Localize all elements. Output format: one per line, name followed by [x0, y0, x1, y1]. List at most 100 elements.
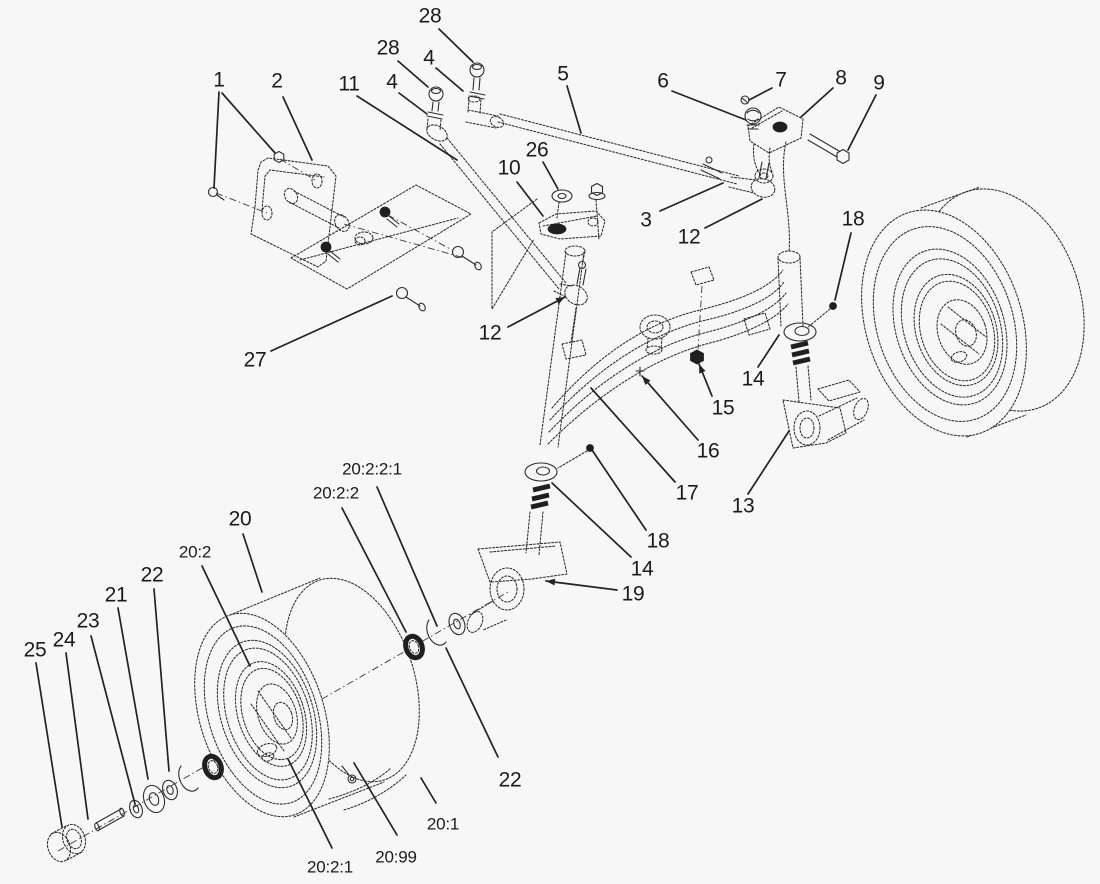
snap-ring-left	[178, 765, 199, 792]
leader-line	[507, 296, 566, 328]
leader-line	[834, 232, 852, 301]
callout-label-20-1-37: 20:1	[427, 815, 459, 834]
leader-line	[566, 85, 582, 134]
callout-3: 3	[640, 182, 724, 232]
leader-line	[398, 92, 428, 115]
callout-label-13-22: 13	[732, 495, 755, 518]
bolt-1a	[207, 186, 219, 198]
grease-fitting-18-right	[829, 302, 837, 310]
callout-label-20-29: 20	[229, 508, 252, 531]
washer-23	[129, 799, 143, 819]
callout-13: 13	[732, 430, 790, 518]
washer-21	[142, 784, 166, 814]
valve-stem	[347, 774, 357, 784]
nut-1b	[273, 150, 285, 164]
callout-17: 17	[590, 387, 699, 505]
callout-label-12-15: 12	[678, 226, 701, 249]
callout-4: 4	[423, 47, 464, 92]
callout-label-12-17: 12	[479, 322, 502, 345]
callout-label-6-8: 6	[657, 70, 668, 93]
leader-line	[757, 334, 780, 368]
callout-label-11-4: 11	[338, 73, 359, 96]
callout-20: 20	[229, 508, 263, 593]
callout-8: 8	[800, 67, 847, 118]
washer-26	[551, 189, 573, 203]
callout-label-10-13: 10	[498, 157, 521, 180]
callout-label-18-16: 18	[842, 208, 865, 231]
leader-line	[270, 295, 393, 352]
callout-20-2-2-1: 20:2:2:1	[342, 460, 438, 627]
leader-line	[341, 507, 407, 633]
callout-label-1-5: 1	[213, 69, 224, 92]
callout-2: 2	[271, 70, 313, 161]
leader-line	[516, 181, 544, 217]
callout-20-2-2: 20:2:2	[313, 484, 407, 633]
callout-16: 16	[641, 375, 720, 463]
hub-cap-25	[46, 831, 72, 863]
callout-label-14-23: 14	[742, 368, 765, 391]
callout-23: 23	[77, 610, 136, 805]
callout-11: 11	[338, 73, 458, 161]
callout-19: 19	[545, 578, 645, 606]
leader-line	[542, 161, 559, 190]
callout-label-23-33: 23	[77, 610, 100, 633]
callout-label-3-14: 3	[640, 209, 651, 232]
snap-ring-right	[426, 619, 447, 646]
callout-5: 5	[557, 63, 582, 134]
callout-24: 24	[53, 629, 89, 820]
callout-25: 25	[24, 639, 63, 828]
steering-arm-assembly	[740, 95, 850, 253]
callout-label-2-6: 2	[271, 70, 282, 93]
thrust-washer-left	[524, 462, 558, 482]
leader-line	[397, 60, 429, 88]
callout-28: 28	[377, 37, 429, 88]
leader-line	[353, 762, 398, 836]
leader-line	[748, 87, 773, 101]
callout-label-21-32: 21	[105, 584, 128, 607]
pin-24	[95, 808, 125, 831]
callout-label-22-31: 22	[141, 564, 164, 587]
callout-10: 10	[498, 157, 544, 217]
callout-28: 28	[419, 5, 474, 63]
callout-label-19-26: 19	[622, 583, 645, 606]
leader-line	[376, 486, 438, 627]
callout-21: 21	[105, 584, 149, 780]
callout-label-20-99-38: 20:99	[375, 848, 417, 867]
callout-label-20-2-30: 20:2	[179, 543, 211, 562]
bolt-9	[807, 133, 840, 158]
callout-9: 9	[847, 72, 885, 151]
callout-15: 15	[698, 363, 735, 420]
callout-7: 7	[748, 69, 787, 101]
leader-line	[551, 482, 632, 558]
callout-27: 27	[244, 295, 393, 372]
callout-18: 18	[834, 208, 865, 301]
leader-line	[435, 67, 464, 92]
thrust-washer-right	[783, 322, 817, 342]
callout-label-26-12: 26	[526, 139, 549, 162]
bearing-right	[403, 633, 425, 661]
callout-label-9-11: 9	[873, 72, 884, 95]
leader-line	[445, 647, 499, 758]
callout-20-2-1: 20:2:1	[287, 758, 353, 877]
leader-arrowhead	[555, 297, 565, 305]
spindle-support-and-left-spindle	[466, 182, 606, 633]
axle-main-member	[547, 266, 789, 445]
callout-label-27-18: 27	[244, 349, 267, 372]
callout-label-5-7: 5	[557, 63, 568, 86]
callout-label-17-21: 17	[676, 482, 699, 505]
callout-label-24-34: 24	[53, 629, 76, 652]
bolt-27	[395, 286, 409, 300]
leader-line	[282, 96, 313, 161]
callout-label-25-35: 25	[24, 639, 47, 662]
leader-line	[420, 777, 437, 804]
callout-1: 1	[213, 69, 276, 189]
callout-4: 4	[386, 71, 428, 115]
callout-14: 14	[742, 334, 780, 391]
exploded-wheel-assembly	[46, 577, 509, 863]
callout-6: 6	[657, 70, 747, 121]
callout-label-28-0: 28	[419, 5, 442, 28]
callout-label-7-9: 7	[775, 69, 786, 92]
leader-line	[65, 652, 89, 820]
